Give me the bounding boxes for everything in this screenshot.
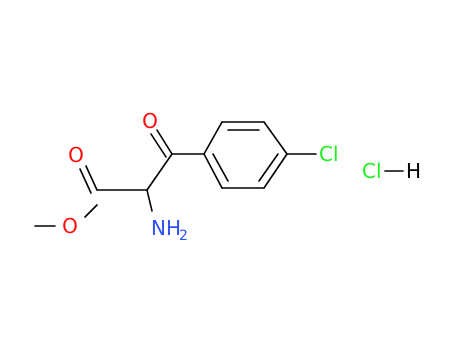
ring-bond-3 (263, 121, 288, 155)
ring-bond-4 (263, 153, 288, 189)
hcl-chlorine-label: Cl (362, 159, 382, 183)
bond-ketone-o-2 (150, 133, 167, 158)
bond-ester-c-o-2 (79, 168, 92, 194)
bond-ketone-o-1 (156, 129, 173, 155)
ring-bond-1 (203, 121, 223, 155)
ring-inner-3 (212, 153, 229, 182)
bond-alpha-n (146, 189, 153, 212)
aryl-chlorine-label: Cl (319, 142, 339, 166)
ketone-oxygen-label: O (142, 109, 158, 133)
bond-alpha-ketone (146, 153, 173, 191)
hcl-hydrogen-label: H (406, 159, 421, 183)
ester-carbonyl-oxygen-label: O (68, 143, 84, 167)
amine-nitrogen-label: NH (151, 216, 181, 240)
amine-subscript: 2 (179, 228, 188, 244)
ring-inner-2 (258, 153, 279, 182)
ester-ether-oxygen-label: O (62, 214, 78, 238)
bond-o-c-ester (84, 204, 98, 218)
bond-ester-c-o-1 (85, 165, 98, 191)
ring-bond-6 (203, 153, 223, 189)
